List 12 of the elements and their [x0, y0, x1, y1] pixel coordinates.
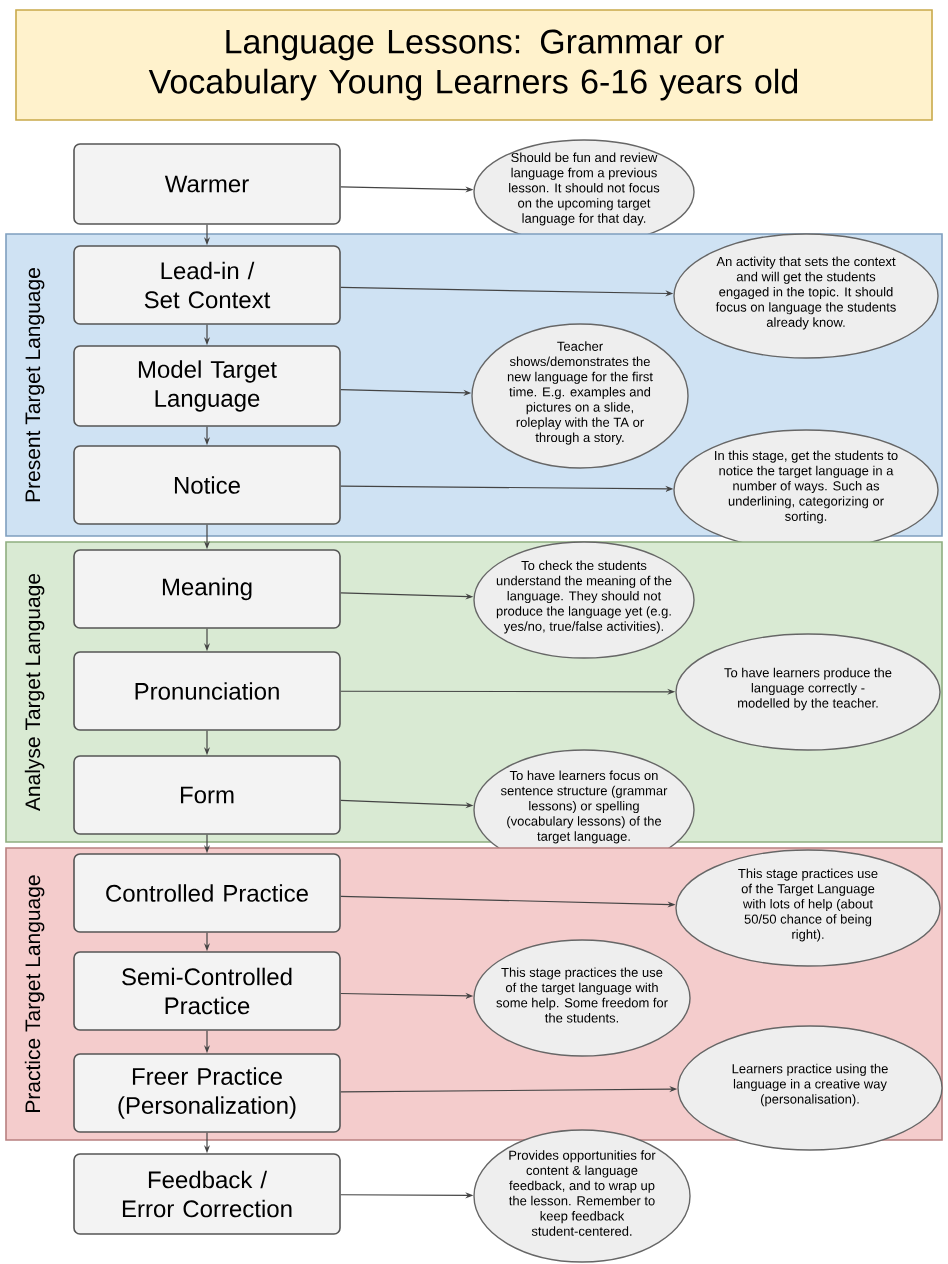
- stage-box: Form: [73, 755, 341, 835]
- stage-box: Model Target Language: [73, 345, 341, 427]
- stage-box: Freer Practice (Personalization): [73, 1053, 341, 1133]
- stage-box: Feedback / Error Correction: [73, 1153, 341, 1235]
- title-box: Language Lessons: Grammar or Vocabulary Young Learners 6-16 years old: [15, 9, 933, 121]
- stage-box: Notice: [73, 445, 341, 525]
- stage-box: Warmer: [73, 143, 341, 225]
- stage-box: Lead-in / Set Context: [73, 245, 341, 325]
- stage-box: Semi-Controlled Practice: [73, 951, 341, 1031]
- stage-box: Pronunciation: [73, 651, 341, 731]
- stage-box: Controlled Practice: [73, 853, 341, 933]
- stage-box: Meaning: [73, 549, 341, 629]
